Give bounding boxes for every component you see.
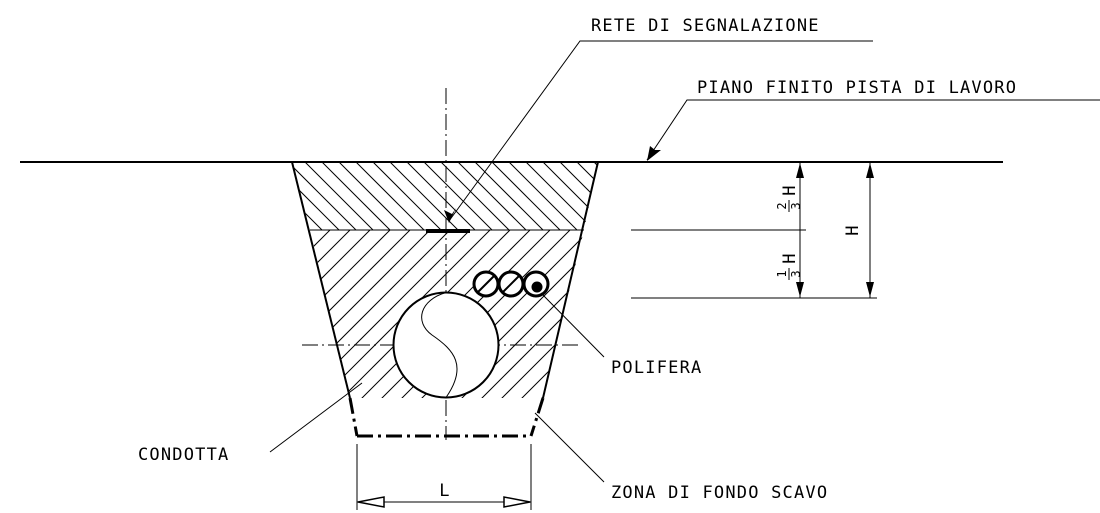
- bottom-zone-leader: [534, 412, 605, 483]
- hatch-line: [292, 162, 308, 230]
- duct-bank: [472, 270, 550, 298]
- hatch-line: [423, 162, 495, 230]
- hatch-line: [338, 162, 410, 230]
- pipeline-leader: [269, 382, 363, 453]
- finished-level-label: PIANO FINITO PISTA DI LAVORO: [697, 78, 1017, 98]
- hatch-line: [457, 162, 529, 230]
- pipe-s-curve: [421, 292, 458, 398]
- hatch-line: [120, 228, 292, 400]
- warning-net-label: RETE DI SEGNALAZIONE: [591, 16, 820, 36]
- lower-fraction-numerator: 1: [775, 270, 789, 277]
- upper-fraction-denominator: 3: [789, 202, 803, 209]
- hatch-line: [474, 162, 546, 230]
- hatch-line: [372, 162, 444, 230]
- lower-fraction-variable: H: [780, 252, 800, 263]
- width-dimension: [356, 444, 532, 510]
- finished-level-leader: [646, 99, 1100, 161]
- ducts-leader: [540, 292, 605, 358]
- hatch-line: [499, 230, 584, 398]
- hatch-line: [440, 162, 512, 230]
- hatch-line: [310, 230, 333, 398]
- hatch-line: [406, 162, 478, 230]
- hatch-line: [508, 162, 580, 230]
- width-label: L: [439, 481, 450, 501]
- hatch-line: [292, 162, 342, 230]
- hatch-line: [292, 162, 325, 230]
- upper-fraction: 2 3 H: [775, 184, 803, 212]
- pipeline-label: CONDOTTA: [138, 445, 229, 465]
- hatch-line: [310, 230, 353, 398]
- hatch-line: [220, 162, 290, 232]
- hatch-line: [576, 162, 598, 230]
- trench-right-wall: [542, 161, 599, 399]
- bottom-zone-left: [348, 397, 359, 437]
- bottom-zone-right: [529, 397, 545, 437]
- depth-label: H: [843, 224, 863, 235]
- upper-fraction-numerator: 2: [775, 202, 789, 209]
- upper-backfill-hatch: [220, 162, 681, 232]
- hatch-line: [310, 230, 453, 398]
- depth-dimension: [631, 161, 877, 299]
- hatch-line: [310, 230, 433, 398]
- hatch-line: [304, 162, 376, 230]
- bottom-zone-label: ZONA DI FONDO SCAVO: [611, 483, 828, 503]
- hatch-line: [355, 162, 427, 230]
- hatch-line: [611, 162, 681, 232]
- warning-net-leader: [444, 40, 873, 223]
- hatch-line: [593, 162, 598, 230]
- hatch-line: [491, 162, 563, 230]
- ducts-label: POLIFERA: [611, 358, 702, 378]
- hatch-line: [310, 230, 313, 398]
- hatch-line: [525, 162, 597, 230]
- hatch-line: [321, 162, 393, 230]
- trench-left-wall: [291, 161, 351, 399]
- pipeline-symbol: [392, 291, 500, 399]
- upper-fraction-variable: H: [780, 184, 800, 195]
- lower-fraction-denominator: 3: [789, 270, 803, 277]
- hatch-line: [310, 230, 373, 398]
- lower-fraction: 1 3 H: [775, 252, 803, 280]
- hatch-line: [542, 162, 598, 230]
- hatch-line: [292, 162, 359, 230]
- hatch-line: [310, 230, 393, 398]
